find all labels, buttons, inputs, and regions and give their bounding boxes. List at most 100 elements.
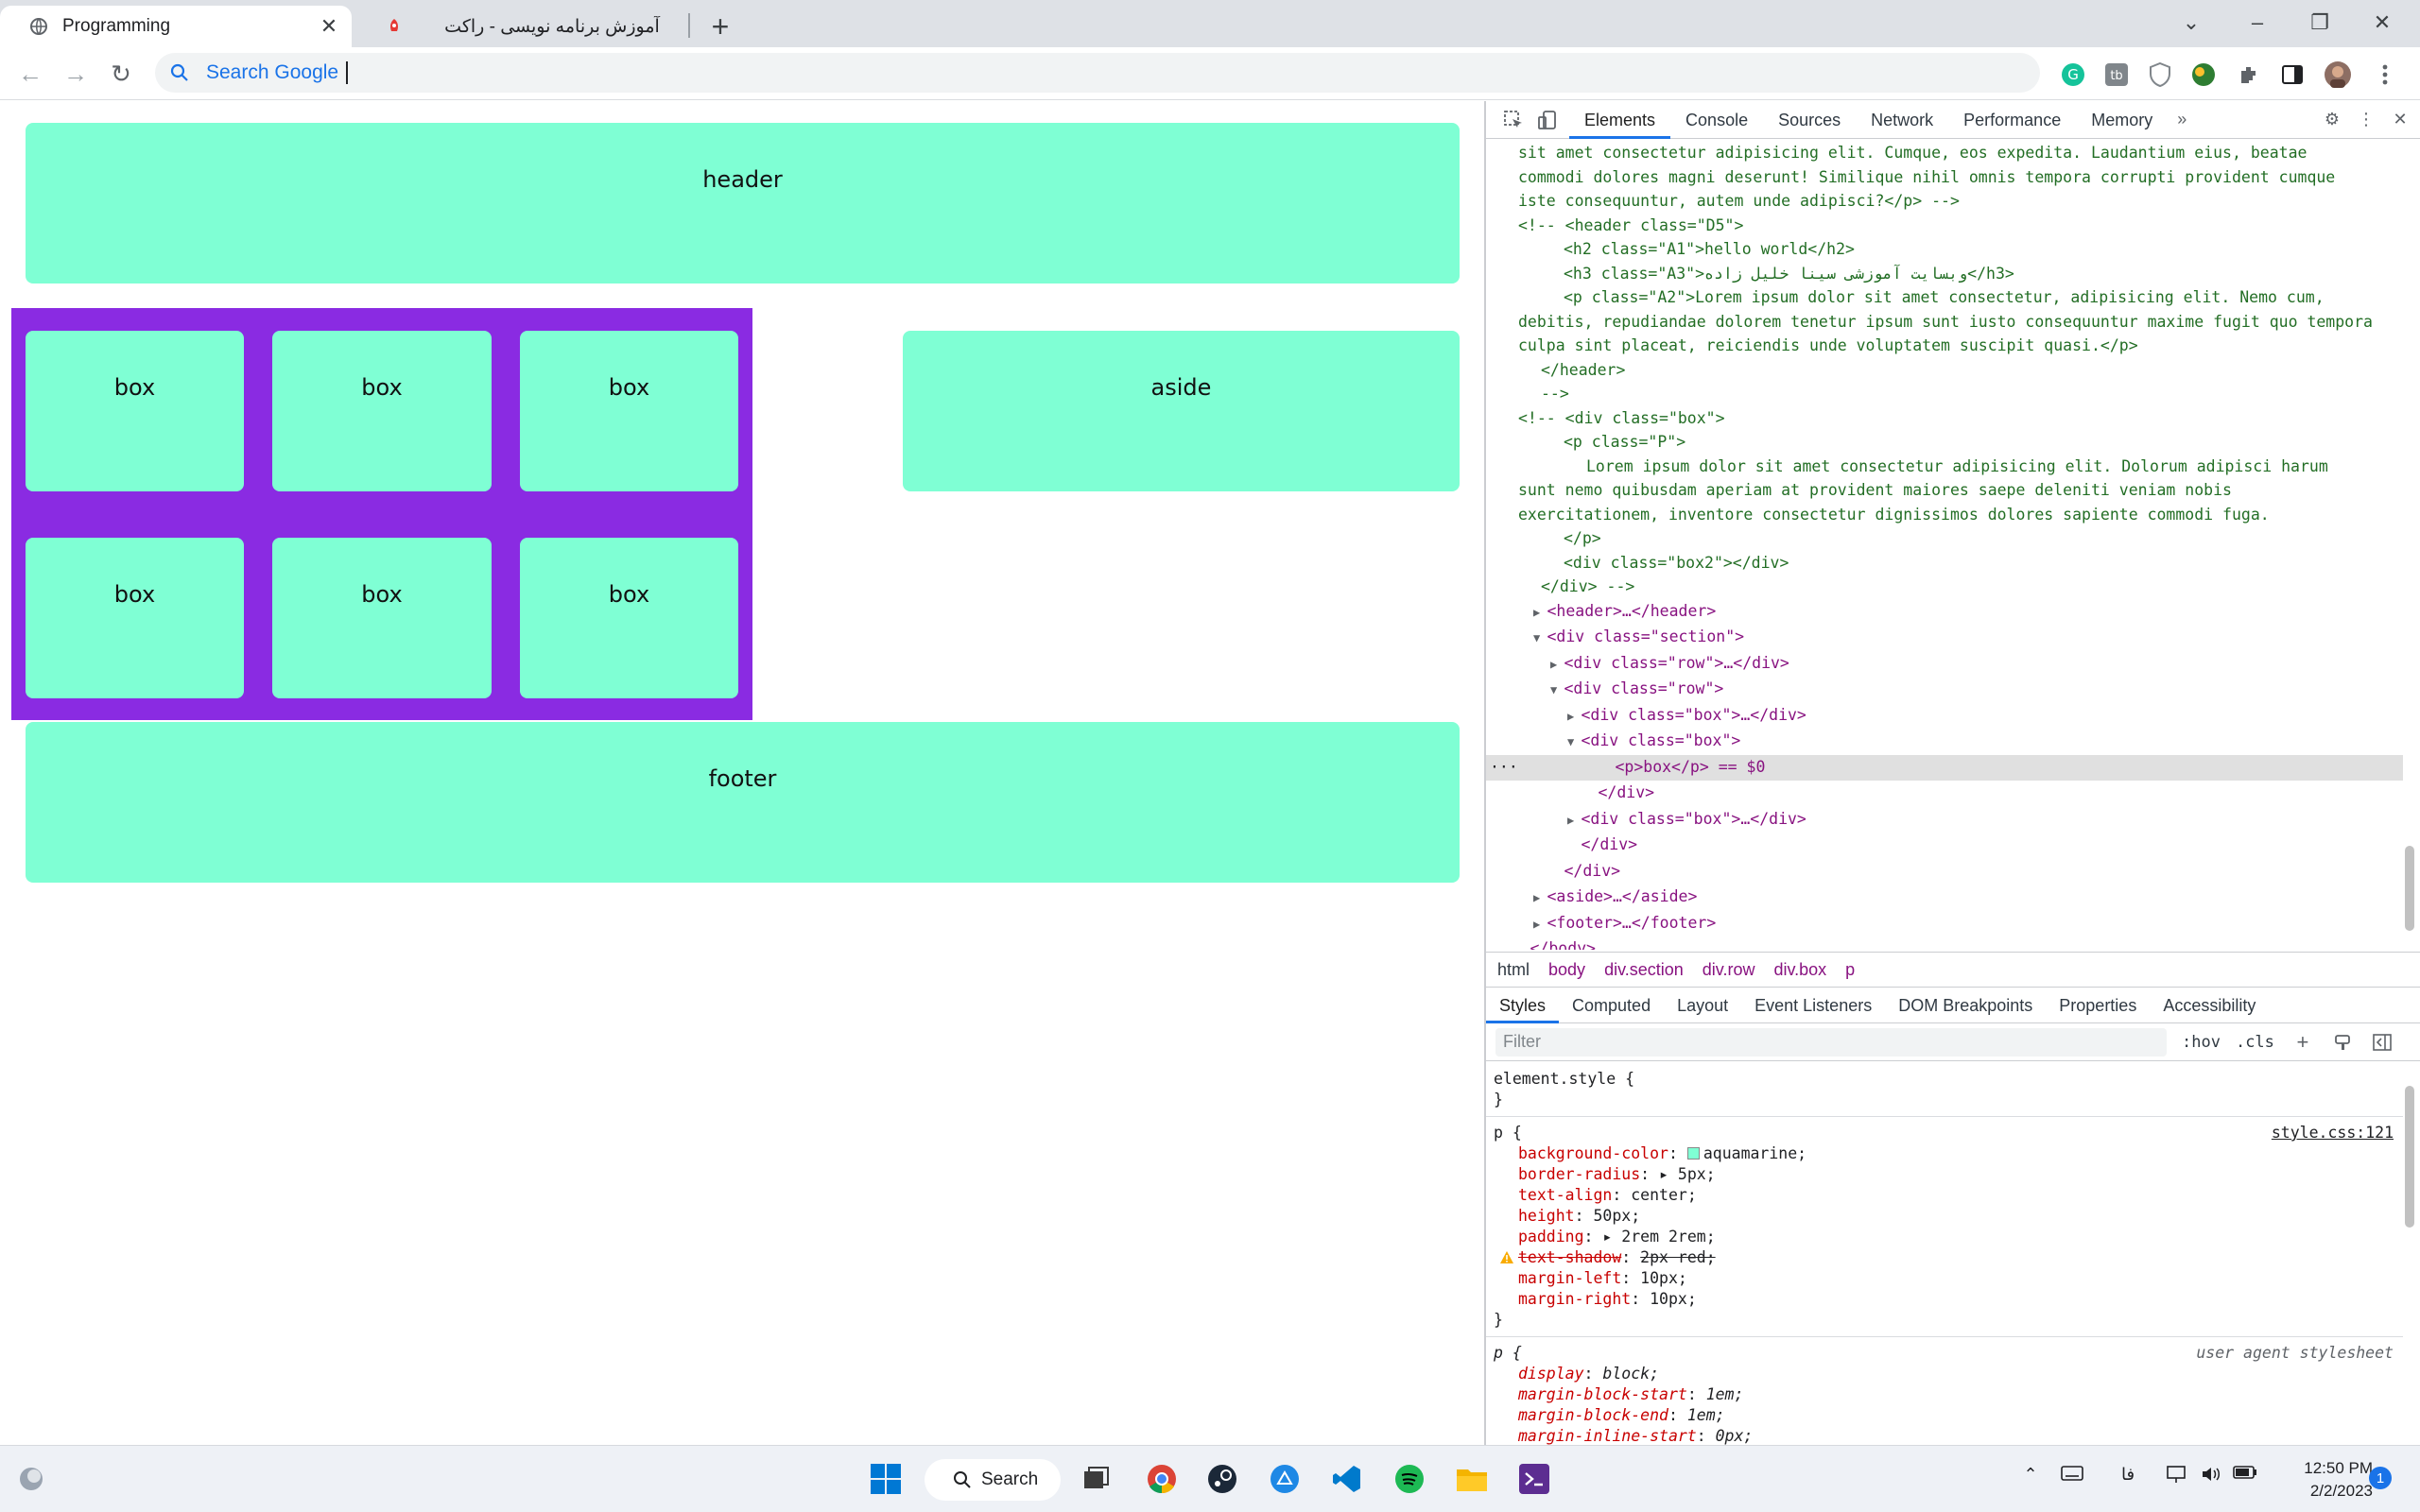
cls-toggle[interactable]: .cls (2235, 1032, 2274, 1052)
device-toolbar-icon[interactable] (1533, 106, 1562, 134)
dom-node[interactable]: </div> (1486, 859, 2403, 885)
tab-programming[interactable]: Programming ✕ (0, 6, 352, 47)
collapse-arrow-icon[interactable]: ▼ (1550, 683, 1564, 696)
spotify-icon[interactable] (1390, 1459, 1429, 1499)
chrome-icon[interactable] (1142, 1459, 1182, 1499)
dom-comment-line[interactable]: <div class="box2"></div> (1486, 551, 2403, 576)
filter-input[interactable]: Filter (1495, 1027, 2167, 1057)
breadcrumb-item[interactable]: body (1548, 959, 1586, 979)
app-icon[interactable] (1265, 1459, 1305, 1499)
css-property-name[interactable]: text-align (1518, 1186, 1613, 1204)
subtab-dom-breakpoints[interactable]: DOM Breakpoints (1898, 995, 2033, 1015)
dom-comment-line[interactable]: <h3 class="A3">وبسایت آموزشی سینا خلیل ز… (1486, 262, 2403, 286)
paint-brush-icon[interactable] (2331, 1031, 2354, 1054)
dom-node[interactable]: </div> (1486, 781, 2403, 807)
new-tab-button[interactable]: + (711, 9, 730, 43)
css-property-name[interactable]: height (1518, 1207, 1575, 1225)
subtab-accessibility[interactable]: Accessibility (2163, 995, 2256, 1015)
css-property-name[interactable]: background-color (1518, 1144, 1668, 1162)
minimize-button[interactable]: – (2251, 10, 2264, 34)
css-declaration[interactable]: padding: ▸ 2rem 2rem; (1518, 1228, 1716, 1246)
breadcrumb-item[interactable]: p (1845, 959, 1856, 979)
dom-comment-line[interactable]: <!-- <div class="box"> (1486, 406, 2403, 431)
dom-comment-line[interactable]: </p> (1486, 526, 2403, 551)
shield-icon[interactable] (2146, 60, 2174, 89)
dom-node[interactable]: ▼ <div class="section"> (1486, 625, 2403, 651)
collapse-arrow-icon[interactable]: ▼ (1533, 631, 1547, 644)
dom-tree[interactable]: sit amet consectetur adipisicing elit. C… (1486, 141, 2403, 950)
expand-arrow-icon[interactable]: ▶ (1533, 605, 1547, 619)
subtab-layout[interactable]: Layout (1677, 995, 1729, 1015)
subtab-properties[interactable]: Properties (2059, 995, 2137, 1015)
node-actions-icon[interactable]: ··· (1490, 757, 1518, 776)
reload-button[interactable]: ↻ (111, 59, 131, 88)
dom-comment-line[interactable]: </div> --> (1486, 575, 2403, 599)
css-property-value[interactable]: 50px; (1593, 1207, 1641, 1225)
notification-badge[interactable]: 1 (2369, 1467, 2392, 1489)
puzzle-icon[interactable] (2235, 60, 2263, 89)
kebab-menu-icon[interactable]: ⋮ (2358, 110, 2375, 129)
css-property-name[interactable]: margin-left (1518, 1269, 1622, 1287)
dom-node[interactable]: ▼ <div class="box"> (1486, 729, 2403, 755)
dom-comment-line[interactable]: --> (1486, 382, 2403, 406)
kebab-menu-icon[interactable] (2371, 60, 2399, 89)
breadcrumb-item[interactable]: div.box (1773, 959, 1827, 979)
css-property-value[interactable]: 10px; (1650, 1290, 1697, 1308)
gear-icon[interactable]: ⚙ (2324, 110, 2341, 129)
css-property-value[interactable]: ▸ 5px; (1659, 1165, 1716, 1183)
expand-arrow-icon[interactable]: ▶ (1533, 891, 1547, 904)
vscode-icon[interactable] (1327, 1459, 1367, 1499)
css-property-name[interactable]: margin-inline-start (1518, 1427, 1697, 1445)
avatar[interactable] (2324, 60, 2352, 89)
extension-tb-icon[interactable]: tb (2102, 60, 2131, 89)
dom-node[interactable]: ▶ <div class="box">…</div> (1486, 703, 2403, 730)
css-rule-p[interactable]: p { style.css:121 background-color: aqua… (1486, 1117, 2403, 1337)
task-view-icon[interactable] (1076, 1459, 1115, 1499)
grammarly-icon[interactable]: G (2059, 60, 2087, 89)
expand-arrow-icon[interactable]: ▶ (1567, 709, 1582, 723)
element-style-rule[interactable]: element.style { } (1486, 1063, 2403, 1117)
css-declaration[interactable]: margin-block-end: 1em; (1518, 1406, 1725, 1424)
windows-start-icon[interactable] (866, 1459, 906, 1499)
battery-icon[interactable] (2231, 1465, 2259, 1480)
color-swatch[interactable] (1686, 1147, 1700, 1160)
scroll-thumb[interactable] (2405, 1086, 2414, 1228)
css-property-value[interactable]: 10px; (1640, 1269, 1687, 1287)
side-panel-icon[interactable] (2278, 60, 2307, 89)
css-property-value[interactable]: 1em; (1705, 1385, 1744, 1403)
css-declaration[interactable]: text-align: center; (1518, 1186, 1697, 1204)
dom-scrollbar[interactable] (2403, 146, 2416, 944)
expand-arrow-icon[interactable]: ▶ (1550, 657, 1564, 671)
dom-node-selected[interactable]: ··· <p>box</p> == $0 (1486, 754, 2403, 781)
dom-node[interactable]: ▶ <div class="row">…</div> (1486, 651, 2403, 678)
tab-console[interactable]: Console (1685, 110, 1749, 129)
subtab-styles[interactable]: Styles (1486, 988, 1560, 1023)
css-property-name[interactable]: text-shadow (1518, 1248, 1622, 1266)
address-bar[interactable]: Search Google (155, 53, 2040, 93)
file-explorer-icon[interactable] (1452, 1459, 1492, 1499)
toggle-sidebar-icon[interactable] (2371, 1031, 2394, 1054)
rule-source-link[interactable]: style.css:121 (2271, 1124, 2394, 1142)
restore-button[interactable]: ❐ (2310, 10, 2329, 34)
dom-comment-line[interactable]: <p class="A2">Lorem ipsum dolor sit amet… (1486, 285, 2403, 310)
taskbar-search[interactable]: Search (925, 1459, 1061, 1501)
dom-comment-line[interactable]: debitis, repudiandae dolorem tenetur ips… (1486, 310, 2403, 335)
expand-arrow-icon[interactable]: ▶ (1533, 917, 1547, 931)
css-declaration[interactable]: background-color: aquamarine; (1518, 1144, 1807, 1162)
dom-node[interactable]: ▶ <header>…</header> (1486, 599, 2403, 626)
dom-node[interactable]: </body> (1486, 936, 2403, 950)
breadcrumb-item[interactable]: html (1497, 959, 1530, 979)
css-property-name[interactable]: margin-right (1518, 1290, 1632, 1308)
css-property-name[interactable]: margin-block-start (1518, 1385, 1687, 1403)
subtab-computed[interactable]: Computed (1572, 995, 1651, 1015)
dom-comment-line[interactable]: <h2 class="A1">hello world</h2> (1486, 237, 2403, 262)
dom-comment-line[interactable]: exercitationem, inventore consectetur di… (1486, 503, 2403, 527)
tab-memory[interactable]: Memory (2091, 110, 2153, 129)
breadcrumb-item[interactable]: div.row (1702, 959, 1755, 979)
css-property-value[interactable]: ▸ 2rem 2rem; (1602, 1228, 1716, 1246)
css-property-value[interactable]: 1em; (1686, 1406, 1725, 1424)
close-icon[interactable]: ✕ (2393, 110, 2408, 129)
css-property-value[interactable]: block; (1602, 1365, 1660, 1383)
volume-icon[interactable] (2199, 1465, 2223, 1484)
globe-extension-icon[interactable] (2189, 60, 2218, 89)
